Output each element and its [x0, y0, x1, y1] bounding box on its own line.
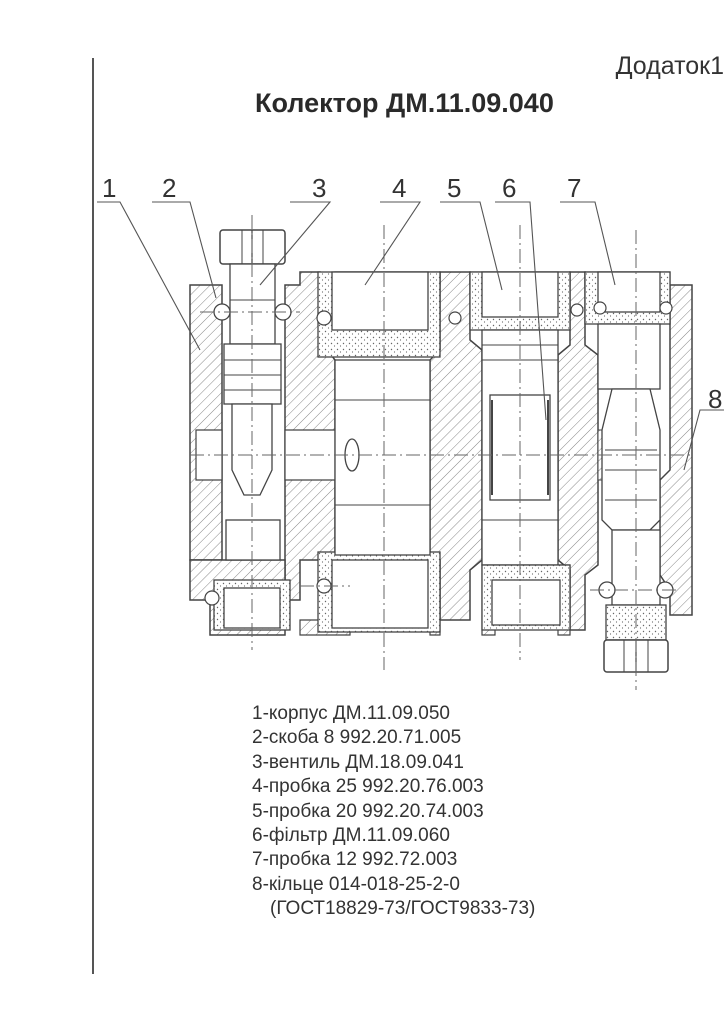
parts-list: 1-корпус ДМ.11.09.050 2-скоба 8 992.20.7… — [252, 702, 535, 922]
centerlines — [190, 215, 692, 690]
callout-6: 6 — [502, 173, 516, 203]
callout-5: 5 — [447, 173, 461, 203]
drawing-title: Колектор ДМ.11.09.040 — [255, 88, 554, 118]
parts-list-item: 2-скоба 8 992.20.71.005 — [252, 727, 462, 749]
callout-4: 4 — [392, 173, 406, 203]
appendix-label: Додаток1 — [615, 52, 724, 80]
parts-list-item: 6-фільтр ДМ.11.09.060 — [252, 825, 450, 847]
parts-list-item: 5-пробка 20 992.20.74.003 — [252, 800, 484, 822]
callout-1: 1 — [102, 173, 116, 203]
callout-2: 2 — [162, 173, 176, 203]
left-margin-line — [92, 58, 94, 974]
parts-list-item: 7-пробка 12 992.72.003 — [252, 849, 458, 871]
parts-list-item: 4-пробка 25 992.20.76.003 — [252, 776, 484, 798]
leader-lines — [97, 201, 724, 471]
callout-3: 3 — [312, 173, 326, 203]
callout-7: 7 — [567, 173, 581, 203]
parts-list-item: 3-вентиль ДМ.18.09.041 — [252, 751, 464, 773]
parts-list-item: 1-корпус ДМ.11.09.050 — [252, 703, 450, 724]
plug-4 — [317, 271, 441, 633]
collector-drawing: 1 2 3 4 5 6 7 8 — [97, 173, 724, 690]
parts-standard-note: (ГОСТ18829-73/ГОСТ9833-73) — [270, 898, 536, 920]
parts-list-item: 8-кільце 014-018-25-2-0 — [252, 873, 460, 895]
callout-8: 8 — [708, 384, 722, 414]
